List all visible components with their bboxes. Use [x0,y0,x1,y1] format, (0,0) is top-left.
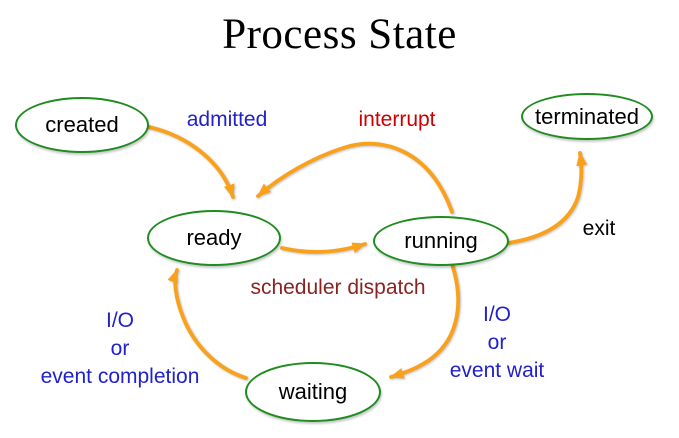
edge-label-interrupt: interrupt [358,108,436,131]
state-node-waiting: waiting [245,362,381,422]
edge-label-line: or [110,337,130,360]
state-node-running: running [373,216,509,266]
edge-io-event-wait [389,262,461,379]
edge-label-io-event-completion: I/O or event completion [41,307,200,391]
state-node-ready: ready [147,210,281,266]
state-label-waiting: waiting [278,379,348,404]
state-label-running: running [404,228,478,253]
diagram-title: Process State [222,11,457,58]
state-node-terminated: terminated [521,93,653,140]
edge-label-admitted: admitted [186,108,268,131]
edge-label-line: event completion [40,365,200,388]
edge-label-scheduler-dispatch: scheduler dispatch [250,276,426,299]
edge-exit [506,151,588,245]
state-label-created: created [45,112,119,137]
state-label-ready: ready [186,225,242,250]
edge-label-line: I/O [105,309,135,332]
edge-admitted [147,125,235,199]
state-label-terminated: terminated [535,103,639,129]
edge-label-exit: exit [582,217,616,240]
edge-label-line: I/O [482,303,511,326]
edge-label-line: event wait [449,359,545,382]
edge-scheduler-dispatch [280,242,367,254]
edge-label-line: or [487,331,507,354]
edge-interrupt [256,141,454,214]
state-node-created: created [15,97,149,153]
edge-label-io-event-wait: I/O or event wait [450,301,545,385]
edge-io-event-completion [167,268,248,380]
